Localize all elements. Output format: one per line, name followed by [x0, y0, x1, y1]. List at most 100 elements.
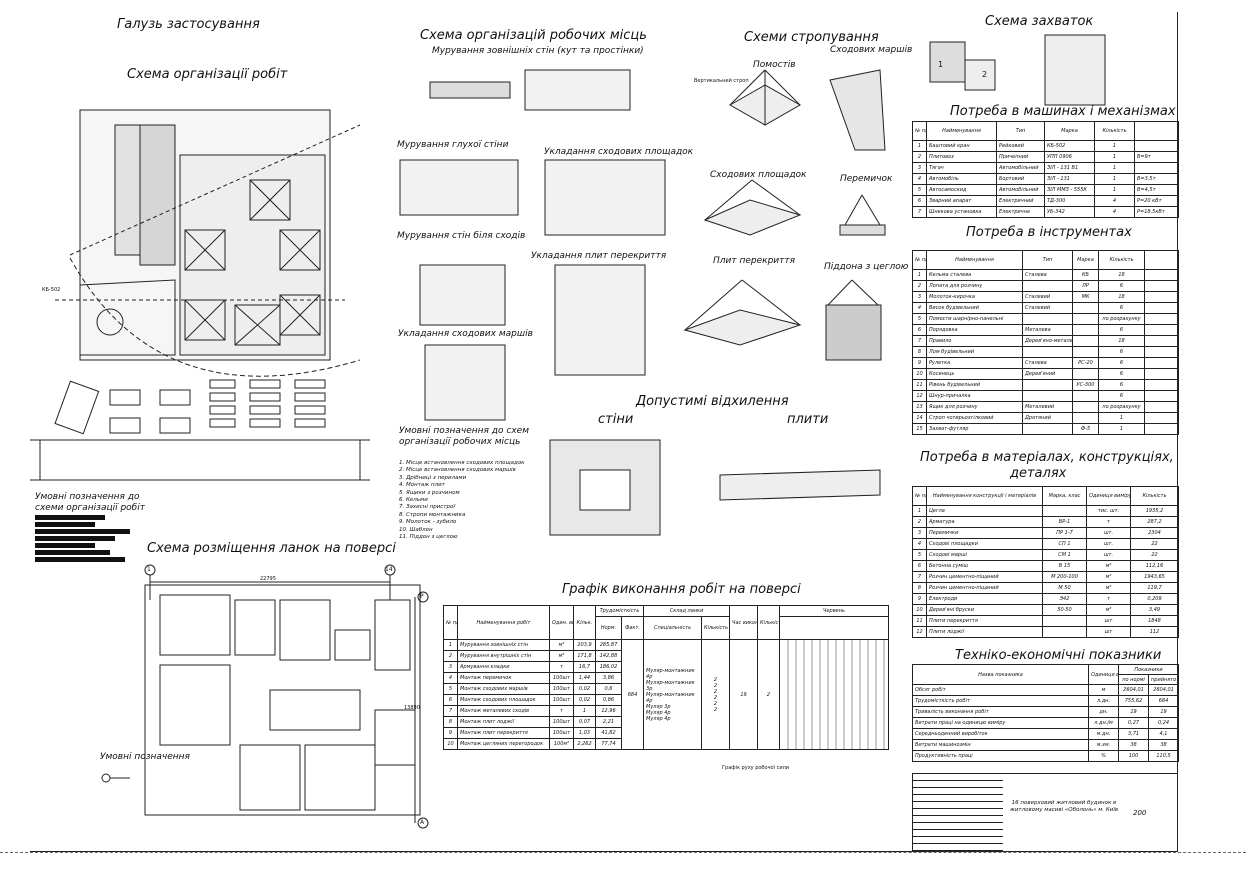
materials-h3: Одиниця виміру	[1086, 486, 1131, 506]
title-block-sheet: 200	[1133, 809, 1147, 817]
crane-label: КБ-502	[42, 287, 61, 293]
workplace-legend-item: 8. Стропи монтажника	[399, 511, 466, 518]
workplace-legend-item: 3. Дрібниці з перилами	[399, 474, 467, 481]
deviation-drawings	[549, 439, 881, 536]
dim-width: 22795	[260, 576, 276, 582]
machines-table: № п/п Найменування Тип Марка Кількість 1…	[912, 121, 1179, 218]
tools-h1: Найменування	[926, 250, 1023, 270]
machines-h0: № п/п	[912, 121, 927, 141]
sched-h6: Час виконання	[729, 605, 759, 640]
axis-a: А	[420, 819, 425, 826]
materials-table: № п/п Найменування конструкції і матеріа…	[912, 486, 1179, 638]
sched-duration: 19	[729, 639, 759, 750]
legend-org-title-1: Умовні позначення до	[35, 492, 140, 502]
axis-14: 14	[385, 566, 393, 573]
title-block-grid	[913, 774, 1003, 851]
materials-h4: Кількість	[1130, 486, 1179, 506]
tools-h4: Кількість	[1098, 250, 1145, 270]
tools-h3: Марка	[1072, 250, 1099, 270]
capture-title: Схема захваток	[985, 14, 1094, 29]
materials-title-2: деталях	[1010, 466, 1067, 481]
workplace-legend-item: 11. Піддон з цеглою	[399, 534, 458, 541]
workplace-legend-item: 7. Захисні пристрої	[399, 504, 455, 511]
legend-org-title-2: схеми організації робіт	[35, 503, 145, 513]
axis-p: Р	[420, 593, 424, 600]
tech-h3: прийнято	[1147, 674, 1180, 685]
schedule-table: № п/п Найменування робіт Один. виміру Кі…	[443, 605, 890, 750]
dim-height: 13890	[404, 705, 420, 711]
sched-h4: Трудомісткість	[594, 605, 645, 617]
tools-title: Потреба в інструментах	[966, 225, 1132, 240]
sling-landings: Сходових площадок	[710, 170, 807, 180]
sched-sh0: Норм.	[595, 616, 622, 640]
legend-work-title-2: організації робочих місць	[399, 437, 521, 447]
wall-stairs-title: Мурування стін біля сходів	[397, 231, 526, 241]
slabs-lay-title: Укладання плит перекриття	[531, 251, 667, 261]
tools-table: № п/п Найменування Тип Марка Кількість 1…	[912, 250, 1179, 435]
sched-days	[779, 616, 890, 640]
sched-h3: Кільк.	[573, 605, 596, 640]
capture-zone-2: 2	[982, 70, 988, 79]
sling-slabs: Плит перекриття	[713, 256, 796, 266]
title-block-text: 16 поверховий житловий будинок в житлово…	[1009, 800, 1119, 813]
materials-h2: Марка, клас	[1042, 486, 1087, 506]
tech-econ-table: Назва показника Одиниця виміру Показники…	[912, 664, 1180, 762]
landings-lay-title: Укладання сходових площадок	[544, 147, 694, 157]
sched-gantt	[779, 639, 890, 750]
workplaces-title: Схема організацій робочих місць	[420, 28, 647, 43]
deviations-walls: стіни	[598, 412, 634, 427]
schedule-note: Графік руху робочої сили	[722, 765, 790, 771]
slinging-title: Схеми стропування	[744, 30, 879, 45]
sched-sh3: Кількість	[701, 616, 731, 640]
sched-fact: 684	[620, 639, 645, 750]
machines-title: Потреба в машинах і механізмах	[950, 104, 1176, 119]
tech-h1: Одиниця виміру	[1088, 664, 1119, 685]
tools-h5	[1144, 250, 1179, 270]
sched-h1: Найменування робіт	[457, 605, 550, 640]
deviations-title: Допустимі відхилення	[636, 394, 789, 409]
sched-h5: Склад ланки	[643, 605, 731, 617]
tools-h0: № п/п	[912, 250, 927, 270]
sched-shifts: 2	[757, 639, 781, 750]
workplace-drawings	[399, 69, 666, 421]
tech-econ-title: Техніко-економічні показники	[955, 648, 1162, 663]
workplace-legend-item: 9. Молоток - зубило	[399, 519, 457, 526]
workplaces-subtitle: Мурування зовнішніх стін (кут та простін…	[432, 46, 644, 56]
legend-org-bars	[35, 515, 130, 564]
crew-floor-plan	[101, 564, 429, 829]
workplace-legend-item: 6. Кельми	[399, 497, 428, 504]
